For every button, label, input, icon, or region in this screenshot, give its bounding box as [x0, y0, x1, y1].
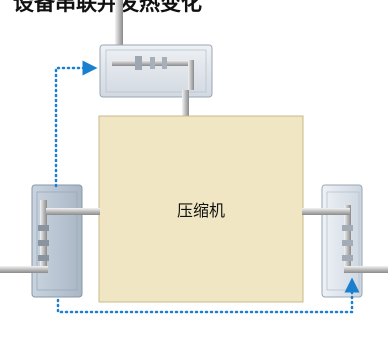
- top-heat-exchanger: [99, 44, 213, 98]
- left-heat-exchanger: [31, 184, 83, 298]
- diagram-title: ，设备串联并发热变化: [0, 0, 202, 15]
- compressor-to-right-pipe: [302, 208, 350, 215]
- top-to-compressor-pipe: [182, 90, 189, 118]
- left-to-compressor-pipe: [46, 208, 100, 215]
- left-outlet-pipe: [0, 266, 48, 273]
- top-vertical-pipe: [115, 0, 123, 58]
- compressor-label: 压缩机: [177, 201, 225, 220]
- flow-arrow-left-to-top: [54, 60, 98, 188]
- flow-arrow-bottom-loop: [56, 277, 360, 314]
- right-heat-exchanger: [321, 184, 363, 298]
- right-outlet-pipe: [344, 266, 388, 273]
